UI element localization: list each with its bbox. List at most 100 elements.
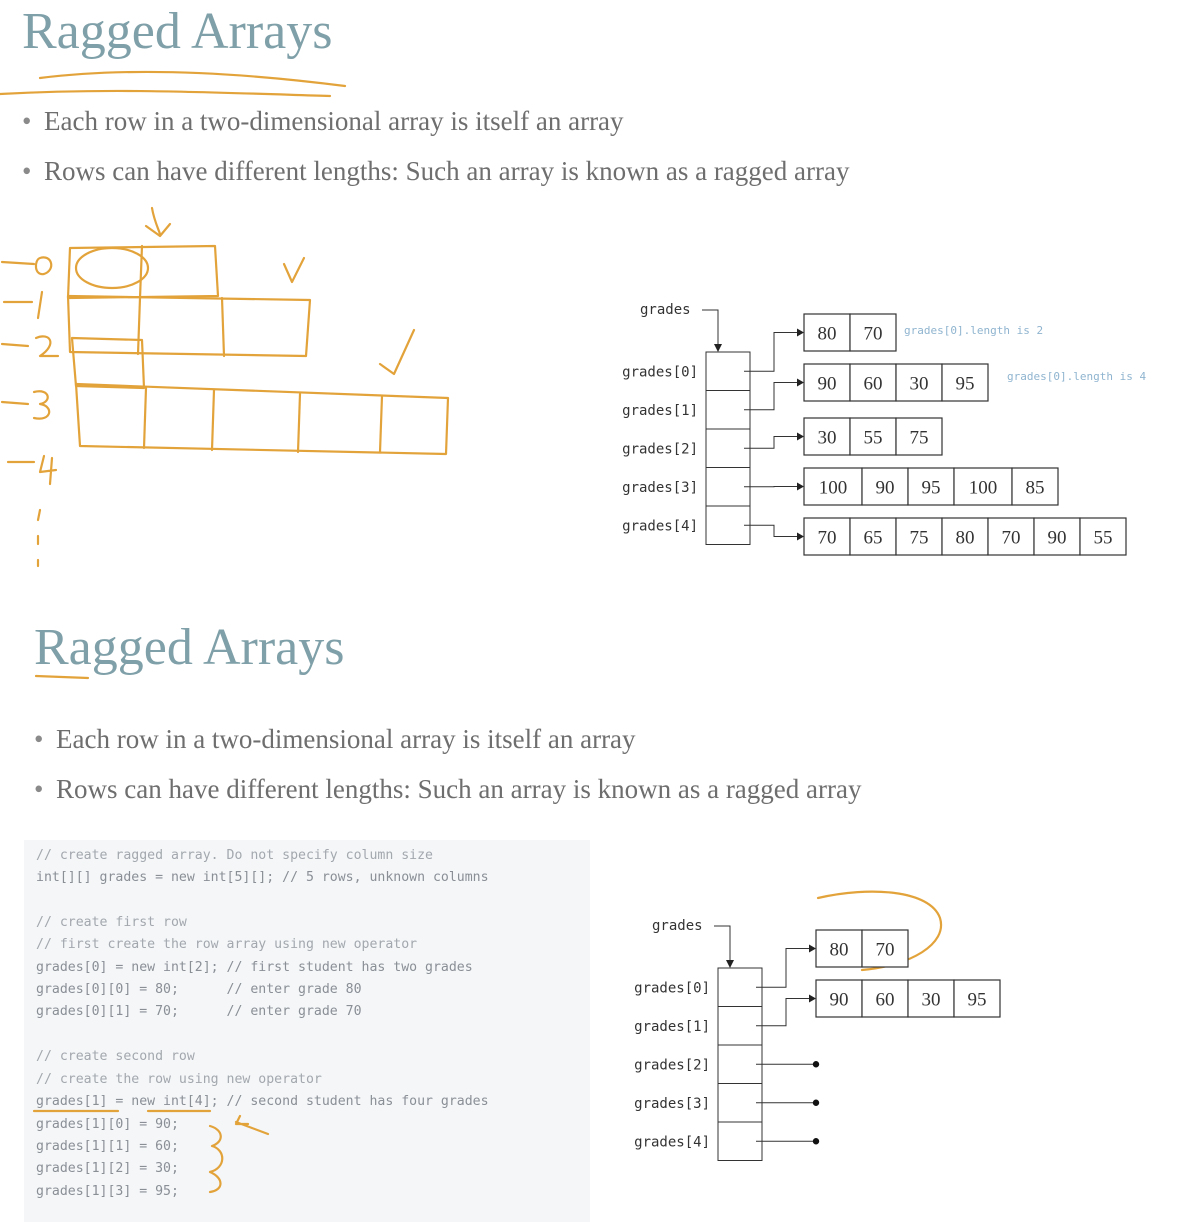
- handwritten-annotations: [0, 70, 450, 568]
- null-dot-icon: [812, 1099, 820, 1106]
- value-text: 55: [864, 428, 883, 449]
- value-text: 70: [876, 940, 895, 961]
- value-text: 95: [956, 374, 975, 395]
- pointer-arrow-head: [797, 482, 804, 491]
- length-note: grades[0].length is 2: [904, 324, 1043, 337]
- index-cell: [717, 1006, 763, 1046]
- pointer-line: [744, 524, 802, 537]
- value-cell: [895, 417, 943, 456]
- index-cell: [717, 1044, 763, 1084]
- value-cell: [1011, 467, 1059, 506]
- value-cell: [849, 363, 897, 402]
- value-text: 30: [818, 428, 837, 449]
- root-label: grades: [652, 918, 703, 934]
- value-cell: [987, 517, 1035, 556]
- index-label: grades[1]: [634, 1019, 710, 1035]
- value-cell: [907, 979, 955, 1018]
- index-cell: [717, 1121, 763, 1161]
- value-text: 70: [1002, 528, 1021, 549]
- code-line: grades[1][3] = 95;: [36, 1184, 179, 1199]
- value-text: 90: [1048, 528, 1067, 549]
- slide-2-bullet-1: •Each row in a two-dimensional array is …: [34, 724, 636, 755]
- value-text: 70: [864, 324, 883, 345]
- bullet-dot-icon: •: [22, 106, 32, 136]
- pointer-arrow-head: [809, 994, 816, 1003]
- bullet-text: Rows can have different lengths: Such an…: [56, 774, 862, 804]
- value-text: 55: [1094, 528, 1113, 549]
- value-text: 80: [956, 528, 975, 549]
- value-text: 30: [910, 374, 929, 395]
- value-cell: [815, 929, 863, 968]
- value-text: 60: [864, 374, 883, 395]
- pointer-line: [756, 948, 814, 988]
- slide-2-bullet-2: •Rows can have different lengths: Such a…: [34, 774, 861, 805]
- pointer-arrow-head: [797, 378, 804, 387]
- code-line: // create second row: [36, 1049, 195, 1064]
- value-text: 80: [818, 324, 837, 345]
- value-text: 90: [818, 374, 837, 395]
- index-cell: [705, 390, 751, 430]
- root-label: grades: [640, 302, 691, 318]
- code-line: grades[1][2] = 30;: [36, 1161, 179, 1176]
- null-dot-icon: [812, 1061, 820, 1068]
- value-cell: [941, 517, 989, 556]
- value-cell: [861, 979, 909, 1018]
- value-text: 90: [876, 478, 895, 499]
- bullet-text: Rows can have different lengths: Such an…: [44, 156, 850, 186]
- value-text: 65: [864, 528, 883, 549]
- code-panel: // create ragged array. Do not specify c…: [24, 840, 590, 1222]
- value-cell: [861, 467, 909, 506]
- index-label: grades[4]: [622, 518, 698, 534]
- pointer-line: [744, 382, 802, 411]
- index-cell: [717, 967, 763, 1007]
- code-line: int[][] grades = new int[5][]; // 5 rows…: [36, 870, 489, 885]
- value-text: 90: [830, 990, 849, 1011]
- length-note: grades[0].length is 4: [1007, 370, 1146, 383]
- pointer-line: [744, 436, 802, 449]
- index-cell: [717, 1083, 763, 1123]
- value-text: 70: [818, 528, 837, 549]
- bullet-text: Each row in a two-dimensional array is i…: [56, 724, 636, 754]
- bullet-dot-icon: •: [22, 156, 32, 186]
- code-line: grades[0][0] = 80; // enter grade 80: [36, 982, 362, 997]
- slide-1: Ragged Arrays •Each row in a two-dimensi…: [0, 0, 1186, 570]
- index-label: grades[1]: [622, 403, 698, 419]
- value-cell: [1033, 517, 1081, 556]
- pointer-line: [744, 332, 802, 372]
- pointer-arrow-head: [797, 432, 804, 441]
- pointer-arrow-head: [797, 328, 804, 337]
- code-line: grades[0] = new int[2]; // first student…: [36, 960, 473, 975]
- index-label: grades[3]: [634, 1096, 710, 1112]
- value-text: 60: [876, 990, 895, 1011]
- root-arrow-head: [726, 960, 734, 968]
- value-cell: [861, 929, 909, 968]
- pointer-line: [756, 998, 814, 1027]
- null-dot-icon: [812, 1138, 820, 1145]
- value-text: 30: [922, 990, 941, 1011]
- value-cell: [1079, 517, 1127, 556]
- code-line: // create first row: [36, 915, 187, 930]
- pointer-arrow-head: [797, 532, 804, 541]
- index-cell: [705, 467, 751, 507]
- ragged-array-diagram-1: grades grades[0] 80 70 grades[1] 90 60 30 95 grad…: [622, 302, 1146, 556]
- index-label: grades[0]: [622, 364, 698, 380]
- value-text: 95: [922, 478, 941, 499]
- index-label: grades[4]: [634, 1134, 710, 1150]
- value-cell: [849, 517, 897, 556]
- index-cell: [705, 428, 751, 468]
- code-line: grades[1][1] = 60;: [36, 1139, 179, 1154]
- index-label: grades[2]: [634, 1057, 710, 1073]
- value-cell: [803, 517, 851, 556]
- slide-1-title: Ragged Arrays: [22, 3, 333, 60]
- slide-2-title: Ragged Arrays: [34, 619, 345, 676]
- slide-1-bullet-2: • Rows can have different lengths: Such a…: [22, 156, 849, 187]
- value-cell: [803, 467, 863, 506]
- code-line: grades[0][1] = 70; // enter grade 70: [36, 1004, 362, 1019]
- code-line: grades[1] = new int[4]; // second studen…: [36, 1094, 489, 1109]
- value-cell: [895, 517, 943, 556]
- value-cell: [849, 313, 897, 352]
- value-cell: [849, 417, 897, 456]
- value-text: 100: [969, 478, 998, 499]
- value-text: 95: [968, 990, 987, 1011]
